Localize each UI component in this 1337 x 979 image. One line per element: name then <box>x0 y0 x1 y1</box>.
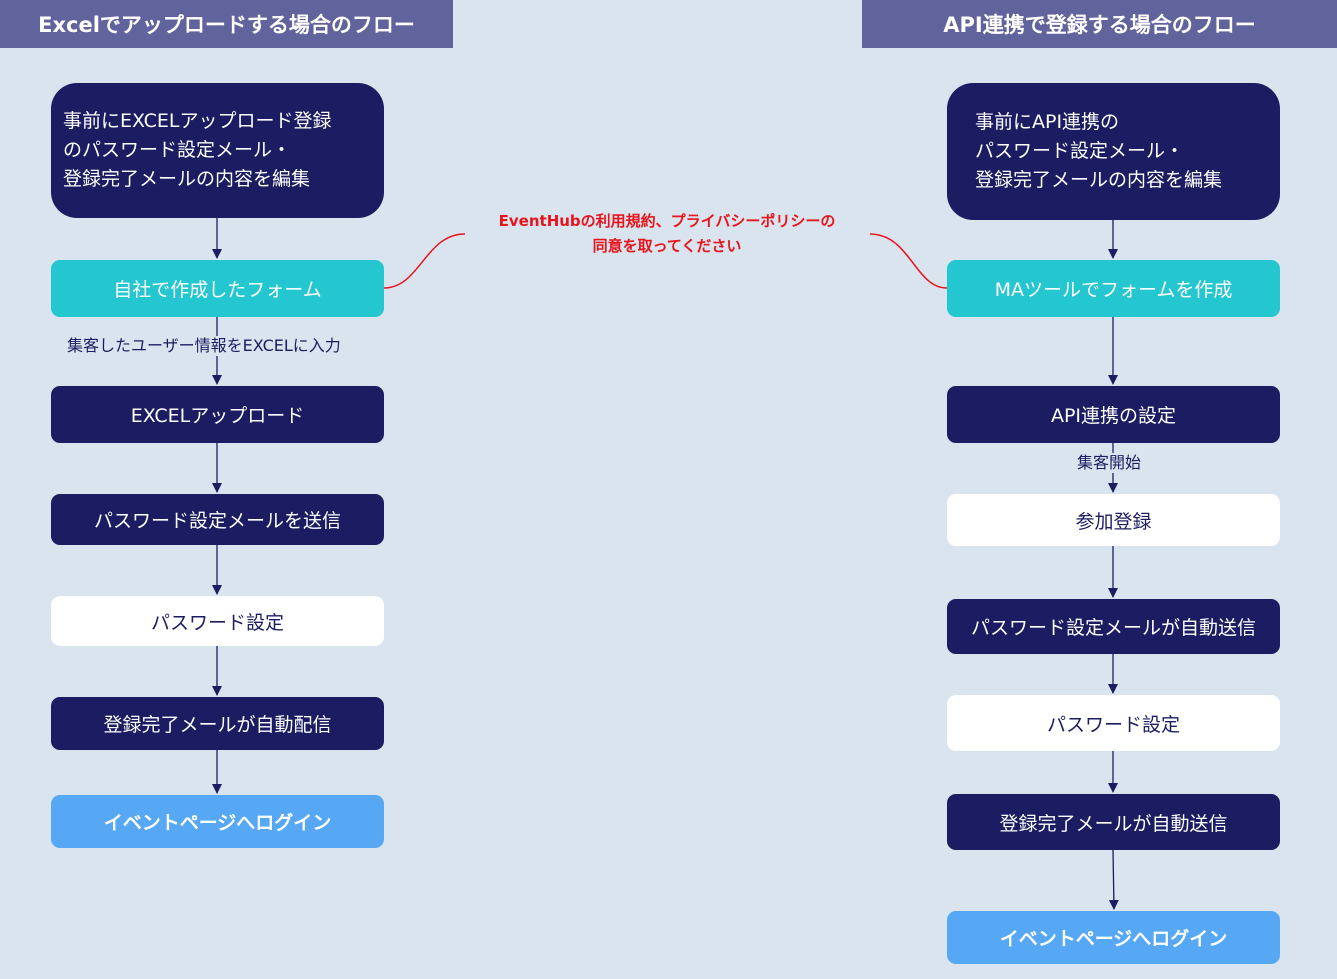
right-form-box: MAツールでフォームを作成 <box>947 260 1280 317</box>
left-login-box: イベントページへログイン <box>51 795 384 848</box>
intro-line: のパスワード設定メール・ <box>63 139 292 161</box>
api-setting-box: API連携の設定 <box>947 386 1280 443</box>
note-line: 同意を取ってください <box>592 237 742 255</box>
note-curve-left <box>383 233 466 289</box>
send-password-mail-box: パスワード設定メールを送信 <box>51 494 384 545</box>
password-mail-auto-box: パスワード設定メールが自動送信 <box>947 599 1280 654</box>
right-login-box: イベントページへログイン <box>947 911 1280 964</box>
left-form-box: 自社で作成したフォーム <box>51 260 384 317</box>
left-edge-label: 集客したユーザー情報をEXCELに入力 <box>67 336 341 356</box>
left-complete-mail-box: 登録完了メールが自動配信 <box>51 697 384 750</box>
intro-line: 事前にEXCELアップロード登録 <box>63 110 332 132</box>
right-password-setting-box: パスワード設定 <box>947 695 1280 751</box>
excel-upload-box: EXCELアップロード <box>51 386 384 443</box>
intro-line: 登録完了メールの内容を編集 <box>975 169 1223 191</box>
right-intro-box: 事前にAPI連携の パスワード設定メール・ 登録完了メールの内容を編集 <box>947 83 1280 220</box>
note-curve-right <box>869 233 948 289</box>
intro-line: 登録完了メールの内容を編集 <box>63 168 311 190</box>
left-intro-box: 事前にEXCELアップロード登録 のパスワード設定メール・ 登録完了メールの内容… <box>51 83 384 218</box>
intro-line: パスワード設定メール・ <box>975 140 1185 162</box>
left-password-setting-box: パスワード設定 <box>51 596 384 646</box>
consent-note: EventHubの利用規約、プライバシーポリシーの 同意を取ってください <box>462 209 872 259</box>
right-flow-header: API連携で登録する場合のフロー <box>862 0 1337 48</box>
registration-box: 参加登録 <box>947 494 1280 546</box>
right-complete-mail-box: 登録完了メールが自動送信 <box>947 794 1280 850</box>
note-line: EventHubの利用規約、プライバシーポリシーの <box>498 212 836 230</box>
intro-line: 事前にAPI連携の <box>975 111 1120 133</box>
arrow-right-7 <box>1108 849 1119 910</box>
left-flow-header: Excelでアップロードする場合のフロー <box>0 0 453 48</box>
right-edge-label: 集客開始 <box>1077 453 1142 473</box>
